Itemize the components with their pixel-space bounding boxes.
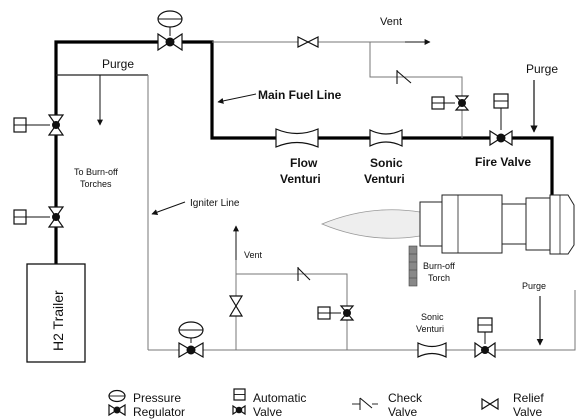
to-burnoff-label: To Burn-off	[74, 167, 118, 177]
igniter-pipe	[148, 225, 576, 351]
main-fuel-line-label: Main Fuel Line	[258, 88, 342, 102]
main-fuel-pipe	[54, 40, 554, 272]
purge-label: Purge	[522, 281, 546, 291]
legend-relief-valve-icon	[481, 397, 499, 411]
flow-venturi-label: Venturi	[280, 172, 321, 186]
sonic-venturi-icon	[369, 129, 403, 147]
legend-valve-label: Valve	[388, 405, 417, 419]
legend-valve-label: Valve	[253, 405, 282, 419]
pressure-regulator-icon	[178, 321, 204, 359]
automatic-valve-icon	[13, 206, 65, 228]
legend-valve-label: Valve	[513, 405, 542, 419]
automatic-valve-icon	[13, 114, 65, 136]
relief-valve-icon	[297, 36, 319, 48]
legend-pressure-regulator-icon	[108, 389, 126, 417]
purge-line-left	[56, 74, 149, 350]
burnoff-torch-label: Burn-off	[423, 261, 455, 271]
igniter-line-pointer	[151, 201, 186, 215]
relief-valve-icon	[228, 295, 244, 317]
legend: Pressure Regulator Automatic Valve Check…	[108, 388, 544, 419]
automatic-valve-icon	[474, 317, 496, 359]
sonic-venturi-label: Venturi	[364, 172, 405, 186]
flow-venturi-label: Flow	[290, 156, 318, 170]
engine-icon	[320, 194, 575, 255]
sonic-venturi-label: Sonic	[370, 156, 403, 170]
sonic-venturi-icon	[417, 342, 447, 358]
flow-venturi-icon	[275, 128, 319, 148]
fire-valve-icon	[489, 93, 513, 147]
burnoff-torch-label: Torch	[428, 273, 450, 283]
burnoff-torch-icon	[408, 245, 418, 287]
legend-automatic-valve-icon	[232, 388, 246, 416]
h2-trailer-label: H2 Trailer	[50, 290, 66, 351]
purge-label: Purge	[102, 57, 134, 71]
check-valve-icon	[297, 267, 311, 281]
automatic-valve-icon	[431, 95, 470, 111]
legend-relief-label: Relief	[513, 391, 544, 405]
vent-label: Vent	[380, 16, 402, 28]
fire-valve-label: Fire Valve	[475, 155, 531, 169]
to-burnoff-label: Torches	[80, 179, 112, 189]
sonic-venturi-label: Venturi	[416, 324, 444, 334]
legend-check-valve-icon	[352, 397, 378, 410]
legend-pressure-label: Pressure	[133, 391, 181, 405]
check-valve-icon	[396, 70, 412, 84]
purge-label: Purge	[526, 62, 558, 76]
main-fuel-line-pointer	[217, 93, 257, 104]
legend-check-label: Check	[388, 391, 423, 405]
sonic-venturi-label: Sonic	[421, 312, 444, 322]
igniter-line-label: Igniter Line	[190, 198, 240, 209]
legend-regulator-label: Regulator	[133, 405, 185, 419]
legend-automatic-label: Automatic	[253, 391, 306, 405]
h2-trailer	[26, 263, 86, 363]
automatic-valve-icon	[317, 305, 355, 321]
pressure-regulator-icon	[157, 10, 183, 52]
vent-label: Vent	[244, 250, 263, 260]
